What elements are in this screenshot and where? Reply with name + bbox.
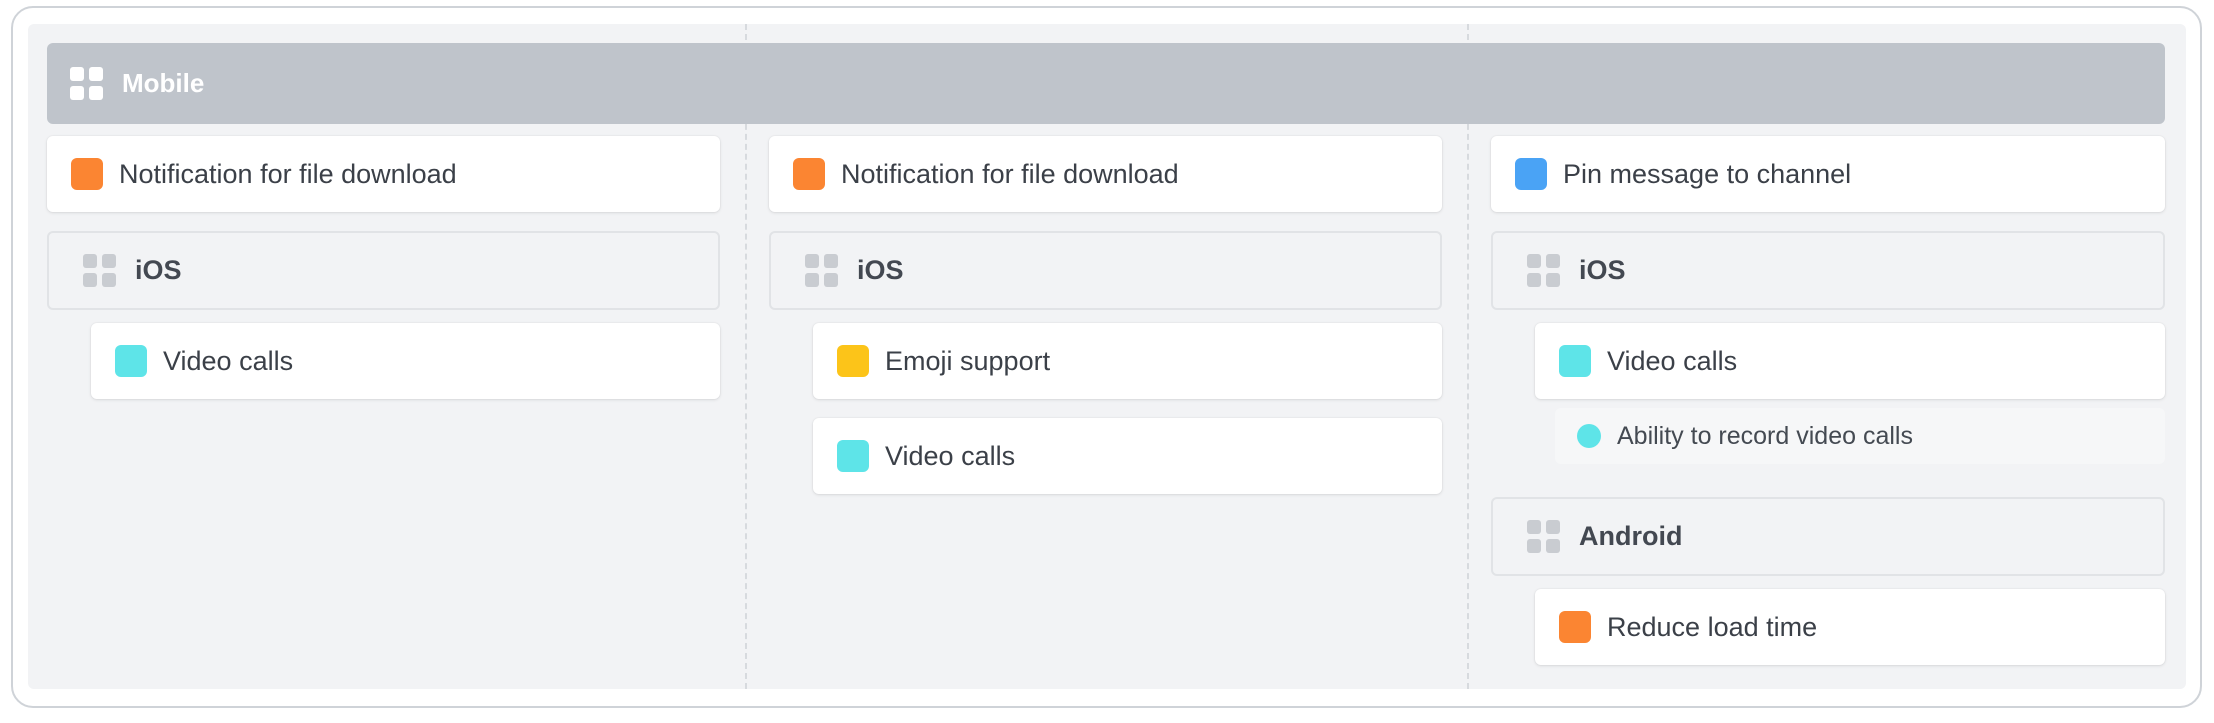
color-swatch bbox=[793, 158, 825, 190]
feature-card-label: Reduce load time bbox=[1607, 611, 1818, 642]
group-title: Mobile bbox=[122, 68, 205, 98]
group-header-mobile[interactable]: Mobile bbox=[47, 43, 2165, 124]
sub-feature-item[interactable]: Ability to record video calls bbox=[1555, 408, 2165, 464]
column-divider bbox=[1467, 24, 1469, 689]
color-swatch bbox=[115, 345, 147, 377]
feature-card-label: Notification for file download bbox=[841, 158, 1179, 189]
subgroup-ios[interactable]: iOS bbox=[1491, 231, 2165, 310]
feature-card-label: Pin message to channel bbox=[1563, 158, 1852, 189]
feature-card[interactable]: Video calls bbox=[1535, 323, 2165, 399]
grid-icon bbox=[70, 67, 103, 100]
grid-icon bbox=[1527, 254, 1560, 287]
feature-card[interactable]: Emoji support bbox=[813, 323, 1442, 399]
color-swatch bbox=[1515, 158, 1547, 190]
grid-icon bbox=[1527, 520, 1560, 553]
feature-card[interactable]: Video calls bbox=[91, 323, 720, 399]
color-swatch bbox=[837, 345, 869, 377]
feature-card-label: Emoji support bbox=[885, 345, 1051, 376]
sub-feature-label: Ability to record video calls bbox=[1617, 421, 1913, 450]
subgroup-title: iOS bbox=[135, 255, 182, 285]
color-swatch bbox=[71, 158, 103, 190]
subgroup-title: iOS bbox=[1579, 255, 1626, 285]
grid-icon bbox=[805, 254, 838, 287]
feature-card-label: Notification for file download bbox=[119, 158, 457, 189]
feature-card-label: Video calls bbox=[1607, 345, 1738, 376]
color-swatch bbox=[837, 440, 869, 472]
column-divider bbox=[745, 24, 747, 689]
feature-card[interactable]: Notification for file download bbox=[769, 136, 1442, 212]
grid-icon bbox=[83, 254, 116, 287]
subgroup-title: Android bbox=[1579, 521, 1683, 551]
feature-card[interactable]: Pin message to channel bbox=[1491, 136, 2165, 212]
feature-card-label: Video calls bbox=[163, 345, 294, 376]
feature-card-label: Video calls bbox=[885, 440, 1016, 471]
subgroup-android[interactable]: Android bbox=[1491, 497, 2165, 576]
feature-card[interactable]: Reduce load time bbox=[1535, 589, 2165, 665]
subgroup-ios[interactable]: iOS bbox=[769, 231, 1442, 310]
status-dot bbox=[1577, 424, 1601, 448]
color-swatch bbox=[1559, 345, 1591, 377]
subgroup-ios[interactable]: iOS bbox=[47, 231, 720, 310]
feature-card[interactable]: Video calls bbox=[813, 418, 1442, 494]
subgroup-title: iOS bbox=[857, 255, 904, 285]
feature-card[interactable]: Notification for file download bbox=[47, 136, 720, 212]
color-swatch bbox=[1559, 611, 1591, 643]
